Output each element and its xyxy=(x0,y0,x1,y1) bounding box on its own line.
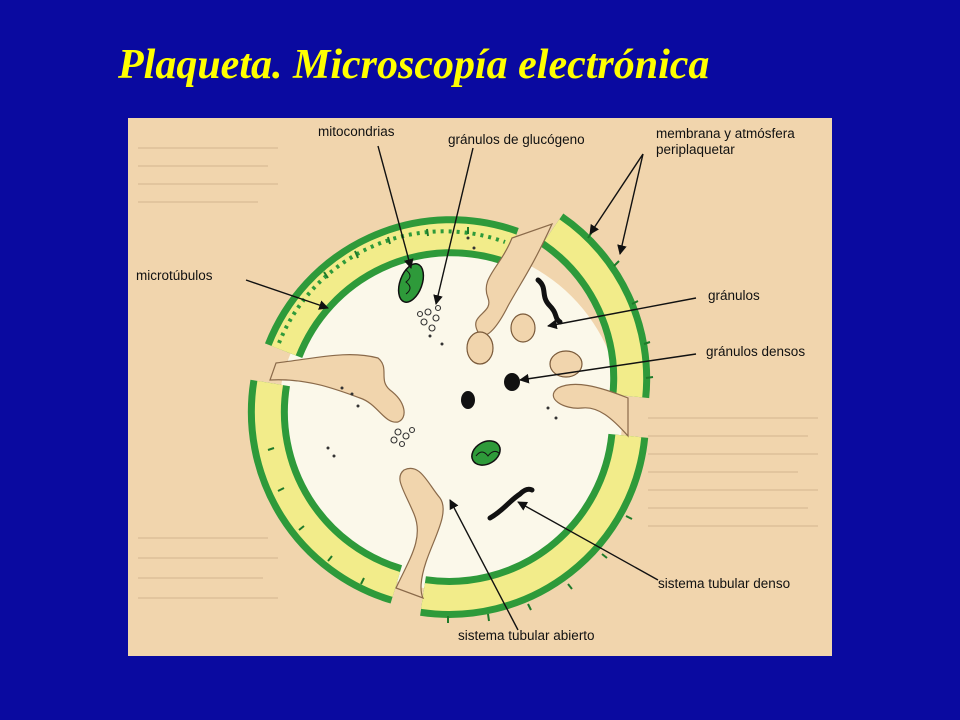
cytoplasm xyxy=(278,246,622,590)
arrow-membrana-1 xyxy=(589,153,644,235)
label-granulos: gránulos xyxy=(708,288,760,303)
label-sistema-tubular-abierto: sistema tubular abierto xyxy=(458,628,595,643)
label-granulos-densos: gránulos densos xyxy=(706,344,806,359)
label-membrana-line2: periplaquetar xyxy=(656,142,735,157)
open-canalicular-system xyxy=(269,222,629,600)
annotation-arrows xyxy=(245,145,697,631)
membrane-segment-upper-right xyxy=(540,213,651,399)
label-membrana-line1: membrana y atmósfera xyxy=(656,126,795,141)
arrow-microtubulos xyxy=(245,279,329,310)
arrow-granulos xyxy=(547,297,697,330)
arrow-sistema-tubular-abierto xyxy=(449,499,519,631)
membrane-spikes xyxy=(267,227,654,623)
label-mitocondrias: mitocondrias xyxy=(318,124,395,139)
platelet-illustration xyxy=(138,145,818,631)
cytoplasm-dots xyxy=(326,236,558,458)
platelet-diagram: mitocondrias gránulos de glucógeno membr… xyxy=(128,118,832,656)
arrow-granulos-glucogeno xyxy=(433,147,474,305)
label-granulos-glucogeno: gránulos de glucógeno xyxy=(448,132,585,147)
background-texture xyxy=(138,147,818,599)
glycogen-granules xyxy=(390,304,442,448)
membrane-segment-lower-left xyxy=(247,379,403,604)
label-microtubulos: microtúbulos xyxy=(136,268,213,283)
membrane-segment-lower-right xyxy=(420,433,649,618)
mitochondria xyxy=(397,263,501,466)
dense-granules xyxy=(461,373,520,409)
arrow-sistema-tubular-denso xyxy=(517,501,659,581)
arrow-granulos-densos xyxy=(519,353,697,384)
label-sistema-tubular-denso: sistema tubular denso xyxy=(658,576,791,591)
arrow-membrana-2 xyxy=(617,153,644,255)
membrane-segment-upper-left xyxy=(264,216,519,359)
granule-vacuoles xyxy=(466,313,583,378)
dense-tubular-system xyxy=(487,277,563,521)
arrow-mitocondrias xyxy=(377,145,414,269)
slide-title: Plaqueta. Microscopía electrónica xyxy=(118,42,710,88)
